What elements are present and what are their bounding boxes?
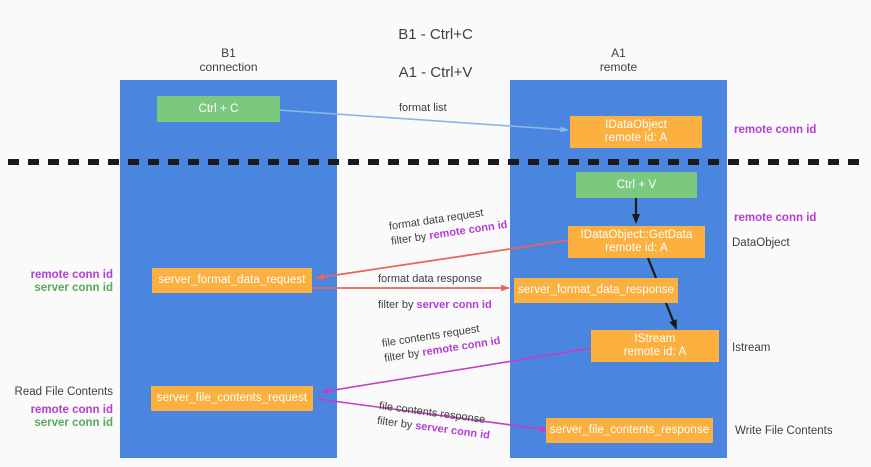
- arrow-format-data-request: [315, 239, 571, 281]
- filter-key-server-conn-id: server conn id: [416, 299, 492, 311]
- annotation-left-server-conn-id: server conn id: [34, 282, 113, 294]
- annotation-istream: Istream: [732, 342, 771, 354]
- arrow-file-contents-request: [321, 347, 593, 395]
- node-ctrl-v[interactable]: Ctrl + V: [576, 172, 697, 198]
- diagram-title: B1 - Ctrl+C A1 - Ctrl+V: [0, 6, 871, 101]
- arrow-file-contents-response: [317, 398, 549, 433]
- annotation-dataobject: DataObject: [732, 237, 790, 249]
- annotation-read-file-contents: Read File Contents: [14, 386, 113, 398]
- edge-label-format-list: format list: [399, 102, 447, 114]
- lane-header-a1-name: A1: [611, 46, 626, 60]
- filter-prefix: filter by: [376, 414, 417, 432]
- annotation-write-file-contents: Write File Contents: [735, 425, 833, 437]
- node-server-file-contents-request[interactable]: server_file_contents_request: [151, 386, 313, 411]
- filter-prefix: filter by: [378, 299, 417, 311]
- node-idataobject[interactable]: IDataObject remote id: A: [570, 116, 702, 148]
- lane-header-b1-name: B1: [221, 46, 236, 60]
- node-ctrl-c[interactable]: Ctrl + C: [157, 96, 280, 122]
- node-server-file-contents-response[interactable]: server_file_contents_response: [546, 418, 713, 443]
- node-server-format-data-request[interactable]: server_format_data_request: [152, 268, 312, 293]
- title-line-1: B1 - Ctrl+C: [398, 26, 473, 43]
- edge-label-format-data-response-text: format data response: [378, 273, 482, 285]
- node-idataobject-getdata[interactable]: IDataObject::GetData remote id: A: [568, 226, 705, 258]
- annotation-remote-conn-id-mid: remote conn id: [734, 212, 817, 224]
- annotation-left-server-conn-id-2: server conn id: [34, 417, 113, 429]
- title-line-2: A1 - Ctrl+V: [398, 64, 473, 81]
- lane-header-b1-subtitle: connection: [199, 60, 258, 74]
- lane-header-a1-subtitle: remote: [599, 60, 638, 74]
- annotation-left-remote-conn-id-2: remote conn id: [30, 404, 113, 416]
- arrow-format-list: [277, 109, 569, 133]
- annotation-remote-conn-id-top: remote conn id: [734, 124, 817, 136]
- edge-label-format-data-response: format data response filter by server co…: [378, 272, 492, 313]
- edge-label-format-data-response-filter: filter by server conn id: [378, 298, 492, 313]
- lane-header-a1: A1 remote: [510, 46, 727, 74]
- node-server-format-data-response[interactable]: server_format_data_response: [514, 278, 678, 303]
- node-istream[interactable]: IStream remote id: A: [591, 330, 719, 362]
- lane-header-b1: B1 connection: [120, 46, 337, 74]
- annotation-left-remote-conn-id: remote conn id: [30, 269, 113, 281]
